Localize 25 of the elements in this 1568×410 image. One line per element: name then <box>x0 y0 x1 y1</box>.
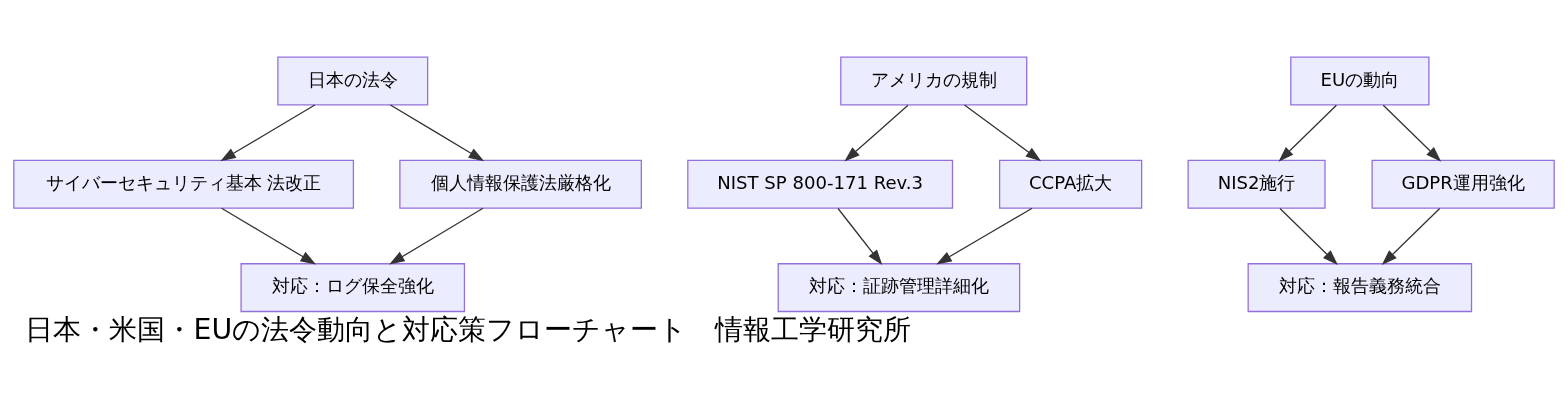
arrow <box>936 207 1033 265</box>
node-box: CCPA拡大 <box>998 159 1143 209</box>
node-box: アメリカの規制 <box>840 56 1028 106</box>
node-box: 対応：ログ保全強化 <box>240 263 466 313</box>
node-box: サイバーセキュリティ基本 法改正 <box>13 159 355 209</box>
node-box: NIS2施行 <box>1187 159 1326 209</box>
arrow <box>220 104 316 162</box>
arrow <box>844 104 909 162</box>
diagram-title: 日本・米国・EUの法令動向と対応策フローチャート 情報工学研究所 <box>25 313 912 347</box>
node-box: 対応：報告義務統合 <box>1247 263 1473 313</box>
arrow <box>1279 207 1338 265</box>
node-box: GDPR運用強化 <box>1371 159 1555 209</box>
node-box: EUの動向 <box>1290 56 1430 106</box>
arrow <box>1381 207 1441 265</box>
arrow <box>1382 104 1442 162</box>
arrow <box>963 104 1042 162</box>
arrow <box>1278 104 1338 162</box>
node-box: NIST SP 800-171 Rev.3 <box>687 159 954 209</box>
arrow <box>389 104 485 162</box>
arrow <box>220 207 317 265</box>
node-box: 日本の法令 <box>277 56 429 106</box>
node-box: 個人情報保護法厳格化 <box>399 159 642 209</box>
node-box: 対応：証跡管理詳細化 <box>777 263 1021 313</box>
arrow <box>389 207 484 265</box>
arrow <box>837 207 883 266</box>
